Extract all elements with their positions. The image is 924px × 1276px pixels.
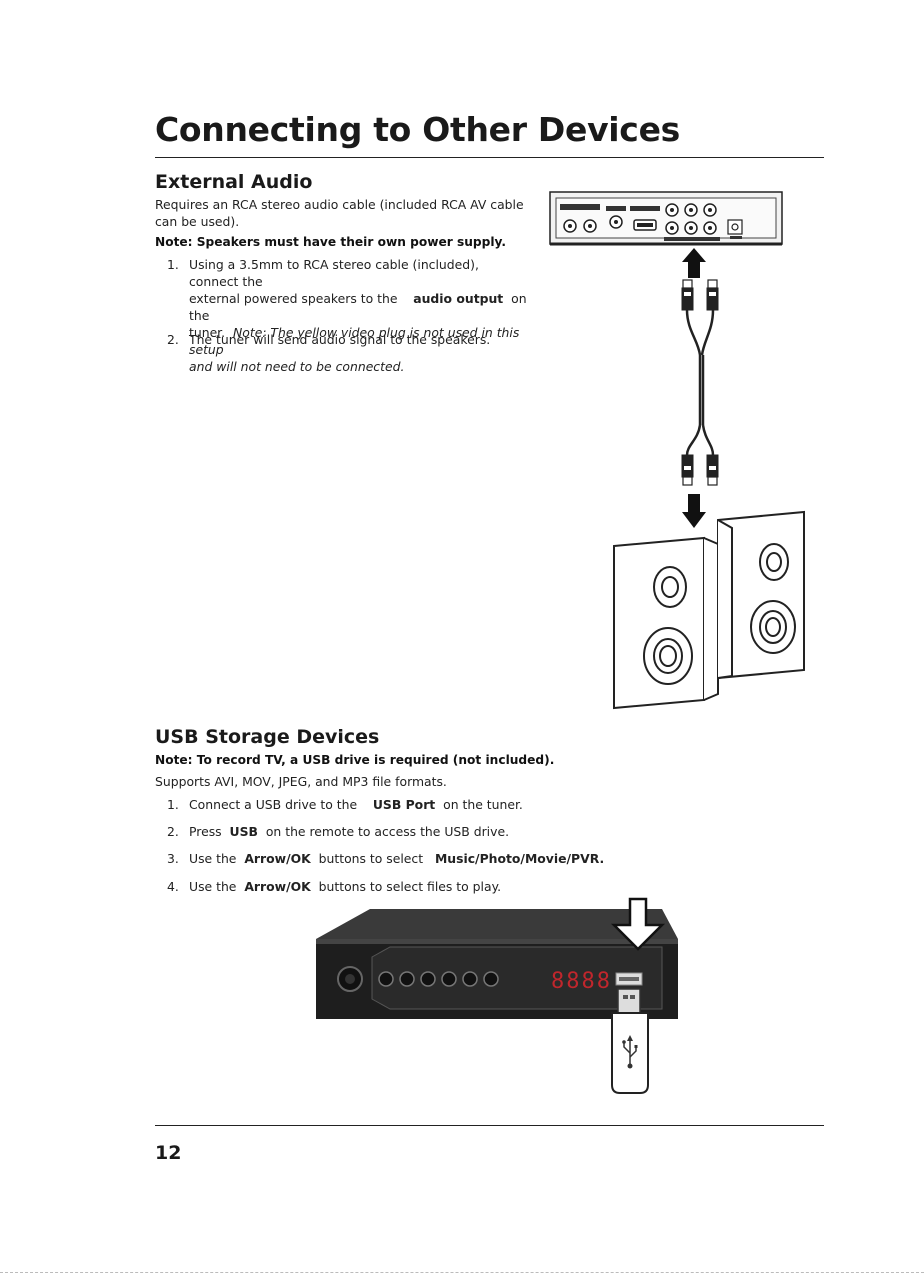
step-line: tuner. Note: The yellow video plug is no… [189,324,529,358]
step-line: and will not need to be connected. [189,358,529,375]
step-text: Using a 3.5mm to RCA stereo cable (inclu… [189,256,529,375]
step-line: external powered speakers to the audio o… [189,290,529,324]
usb-connection-illustration: 8888 [316,897,678,1094]
step-number: 2. [167,332,179,347]
step-text-segment: buttons to select files to play. [318,879,502,894]
step-text: The tuner will send audio signal to the … [189,332,491,347]
step-line: Using a 3.5mm to RCA stereo cable (inclu… [189,257,479,289]
step-text: Connect a USB drive to the USB Port on t… [189,796,523,813]
step-keyword-audio-output: audio output [413,291,504,306]
arrow-up-icon [682,248,706,278]
footer-divider [155,1125,824,1126]
speaker-left-icon [613,536,719,710]
led-display: 8888 [551,969,612,994]
step-text-segment: on the remote to access the USB drive. [265,824,510,839]
rca-cable [681,279,719,486]
audio-connection-illustration [549,191,805,710]
step-text-segment: Use the [189,879,237,894]
step-text: Press USB on the remote to access the US… [189,823,509,840]
step-keyword-usb-port: USB Port [372,797,436,812]
external-audio-note: Note: Speakers must have their own power… [155,235,507,249]
step-text-segment: buttons to select [318,851,424,866]
step-italic-note: and will not need to be connected. [189,359,405,374]
step-number: 3. [167,851,179,866]
tuner-rear-panel [549,191,783,246]
section-heading-external-audio: External Audio [155,171,313,193]
page-number: 12 [155,1142,182,1164]
step-text-segment: Connect a USB drive to the [189,797,358,812]
usb-storage-note: Note: To record TV, a USB drive is requi… [155,753,555,767]
step-italic-note: Note: The yellow video plug is not used … [189,325,520,357]
step-text: Use the Arrow/OK buttons to select files… [189,878,501,895]
step-keyword-modes: Music/Photo/Movie/PVR. [434,851,605,866]
page-title: Connecting to Other Devices [155,110,680,149]
step-number: 2. [167,824,179,839]
arrow-down-icon [682,494,706,528]
step-text-segment: on the [189,291,527,323]
usb-storage-intro: Supports AVI, MOV, JPEG, and MP3 file fo… [155,774,447,789]
step-text-segment: external powered speakers to the [189,291,398,306]
step-keyword-arrow-ok: Arrow/OK [244,851,311,866]
step-text-segment: tuner. [189,325,226,340]
step-number: 1. [167,257,179,272]
step-text-segment: Use the [189,851,237,866]
usb-drive-icon [611,988,649,1094]
step-keyword-arrow-ok: Arrow/OK [244,879,311,894]
external-audio-intro: Requires an RCA stereo audio cable (incl… [155,197,524,229]
step-number: 4. [167,879,179,894]
step-number: 1. [167,797,179,812]
step-text-segment: Press [189,824,222,839]
speaker-right-icon [717,510,805,680]
step-keyword-usb: USB [229,824,258,839]
page-edge-line [0,1272,924,1273]
arrow-down-icon [610,897,666,951]
section-heading-usb-storage: USB Storage Devices [155,726,380,748]
step-text-segment: on the tuner. [443,797,523,812]
step-text: Use the Arrow/OK buttons to select Music… [189,850,604,867]
title-divider [155,157,824,158]
